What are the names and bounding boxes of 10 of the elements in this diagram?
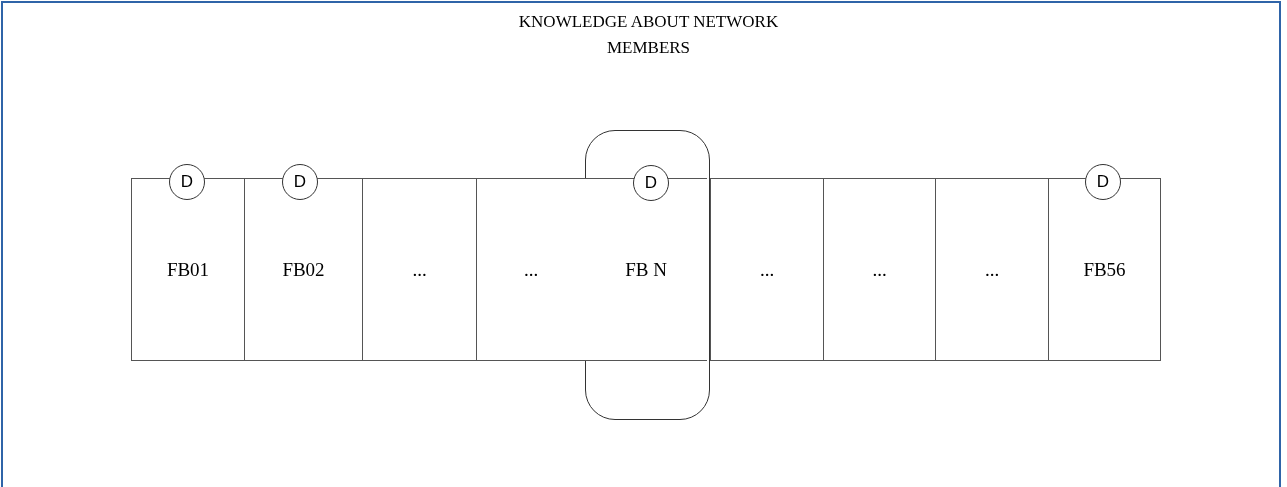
device-circle: D: [633, 165, 669, 201]
group-heading: KNOWLEDGE ABOUT NETWORK MEMBERS: [517, 11, 780, 59]
network-cell: ...: [362, 178, 477, 361]
device-circle: D: [282, 164, 318, 200]
network-cell: ...: [823, 178, 936, 361]
network-cell: ...: [476, 178, 586, 361]
network-cell: ...: [935, 178, 1049, 361]
network-cell: ...: [710, 178, 824, 361]
device-circle: D: [1085, 164, 1121, 200]
device-circle: D: [169, 164, 205, 200]
